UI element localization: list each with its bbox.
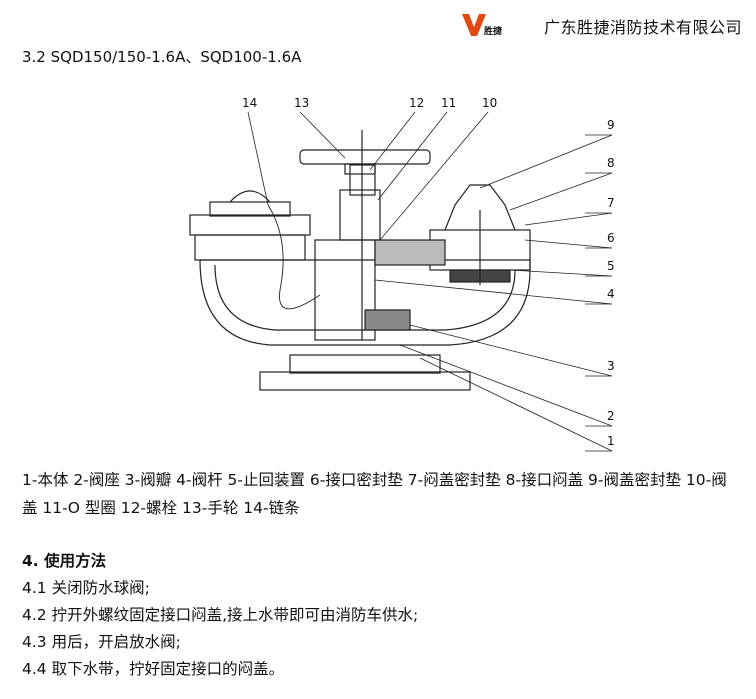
parts-legend: 1-本体 2-阀座 3-阀瓣 4-阀杆 5-止回装置 6-接口密封垫 7-闷盖密…: [22, 471, 727, 517]
part-label-12: 12: [409, 96, 425, 110]
section-title: 4. 使用方法: [22, 552, 107, 570]
valve-technical-drawing: 14 13 12 11 10 9 8 7 6 5 4 3 2 1: [180, 90, 620, 464]
step-item: 4.1 关闭防水球阀;: [22, 579, 150, 597]
step-item: 4.2 拧开外螺纹固定接口闷盖,接上水带即可由消防车供水;: [22, 606, 419, 624]
company-name: 广东胜捷消防技术有限公司: [544, 18, 743, 37]
part-label-6: 6: [607, 231, 615, 245]
valve-drawing-svg: [189, 111, 613, 452]
step-item: 4.4 取下水带，拧好固定接口的闷盖。: [22, 660, 285, 678]
part-label-14: 14: [242, 96, 258, 110]
model-subtitle: 3.2 SQD150/150-1.6A、SQD100-1.6A: [22, 48, 302, 66]
part-label-8: 8: [607, 156, 615, 170]
company-logo: 胜捷: [462, 14, 520, 38]
header: 胜捷 广东胜捷消防技术有限公司: [462, 14, 742, 38]
part-label-10: 10: [482, 96, 498, 110]
part-label-7: 7: [607, 196, 615, 210]
step-item: 4.3 用后，开启放水阀;: [22, 633, 181, 651]
part-label-9: 9: [607, 118, 615, 132]
part-label-11: 11: [441, 96, 457, 110]
part-label-3: 3: [607, 359, 615, 373]
part-label-5: 5: [607, 259, 615, 273]
logo-text: 胜捷: [484, 27, 503, 37]
part-label-1: 1: [607, 434, 615, 448]
part-label-13: 13: [294, 96, 310, 110]
part-label-2: 2: [607, 409, 615, 423]
part-label-4: 4: [607, 287, 615, 301]
